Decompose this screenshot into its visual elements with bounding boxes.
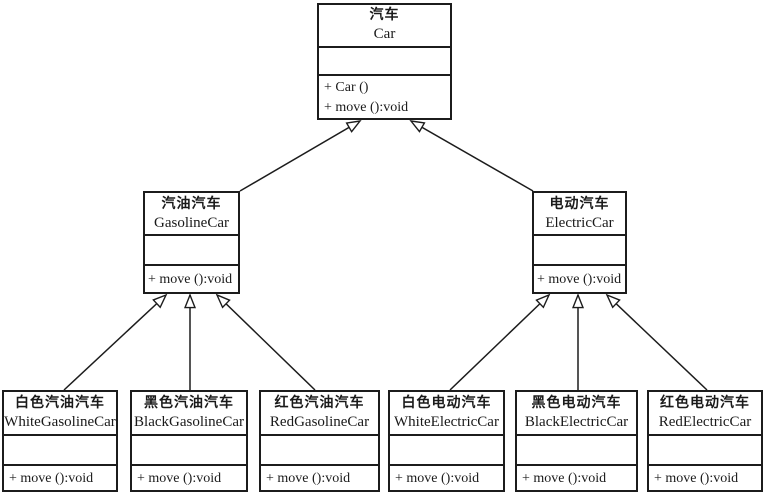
method-move: + move ():void <box>137 471 222 486</box>
class-methods-red-gasoline-car: + move ():void <box>261 464 378 490</box>
class-title-red-electric-car: 红色电动汽车 RedElectricCar <box>649 392 761 434</box>
class-name-zh: 电动汽车 <box>549 196 610 212</box>
class-title-black-electric-car: 黑色电动汽车 BlackElectricCar <box>517 392 636 434</box>
class-name-zh: 汽车 <box>369 8 400 24</box>
class-box-red-gasoline-car: 红色汽油汽车 RedGasolineCar + move ():void <box>259 390 380 492</box>
class-box-electric-car: 电动汽车 ElectricCar + move ():void <box>532 191 627 294</box>
class-name-en: RedElectricCar <box>658 414 752 430</box>
method-move: + move ():void <box>266 471 351 486</box>
class-box-white-gasoline-car: 白色汽油汽车 WhiteGasolineCar + move ():void <box>2 390 118 492</box>
method-move: + move ():void <box>9 471 94 486</box>
class-methods-black-electric-car: + move ():void <box>517 464 636 490</box>
class-name-zh: 红色汽油汽车 <box>274 396 365 411</box>
class-attributes-white-electric-car <box>390 434 503 464</box>
class-methods-red-electric-car: + move ():void <box>649 464 761 490</box>
class-box-car: 汽车 Car + Car () + move ():void <box>317 3 452 120</box>
generalization-line-redgasoline <box>217 295 316 391</box>
class-name-en: BlackElectricCar <box>524 414 629 430</box>
class-box-red-electric-car: 红色电动汽车 RedElectricCar + move ():void <box>647 390 763 492</box>
class-name-en: RedGasolineCar <box>269 414 370 430</box>
generalization-line-whiteelectric <box>449 295 549 391</box>
class-attributes-black-gasoline-car <box>132 434 246 464</box>
class-attributes-electric-car <box>534 234 625 264</box>
method-move: + move ():void <box>324 100 409 115</box>
class-box-black-gasoline-car: 黑色汽油汽车 BlackGasolineCar + move ():void <box>130 390 248 492</box>
class-name-en: WhiteElectricCar <box>394 414 499 430</box>
class-attributes-red-electric-car <box>649 434 761 464</box>
method-move: + move ():void <box>522 471 607 486</box>
class-name-en: Car <box>373 26 396 43</box>
class-name-zh: 汽油汽车 <box>161 196 222 212</box>
class-methods-electric-car: + move ():void <box>534 264 625 292</box>
class-name-zh: 黑色汽油汽车 <box>144 396 234 411</box>
class-methods-black-gasoline-car: + move ():void <box>132 464 246 490</box>
class-name-en: GasolineCar <box>154 214 229 231</box>
class-title-black-gasoline-car: 黑色汽油汽车 BlackGasolineCar <box>132 392 246 434</box>
class-name-zh: 白色电动汽车 <box>401 396 492 411</box>
class-attributes-white-gasoline-car <box>4 434 116 464</box>
generalization-line-redelectric <box>607 295 708 391</box>
class-attributes-black-electric-car <box>517 434 636 464</box>
generalization-line-electric-to-car <box>411 121 534 192</box>
method-move: + move ():void <box>654 471 739 486</box>
method-move: + move ():void <box>537 272 622 287</box>
class-methods-car: + Car () + move ():void <box>319 74 450 118</box>
class-title-white-gasoline-car: 白色汽油汽车 WhiteGasolineCar <box>4 392 116 434</box>
generalization-line-gasoline-to-car <box>239 121 360 192</box>
class-name-en: WhiteGasolineCar <box>4 414 116 430</box>
class-name-en: ElectricCar <box>545 214 614 231</box>
class-name-zh: 黑色电动汽车 <box>531 396 622 411</box>
generalization-line-whitegasoline <box>63 295 166 391</box>
class-title-gasoline-car: 汽油汽车 GasolineCar <box>145 193 238 234</box>
method-constructor: + Car () <box>324 80 369 95</box>
method-move: + move ():void <box>395 471 480 486</box>
class-title-red-gasoline-car: 红色汽油汽车 RedGasolineCar <box>261 392 378 434</box>
class-name-zh: 白色汽油汽车 <box>15 396 105 411</box>
method-move: + move ():void <box>148 272 233 287</box>
class-box-white-electric-car: 白色电动汽车 WhiteElectricCar + move ():void <box>388 390 505 492</box>
class-box-black-electric-car: 黑色电动汽车 BlackElectricCar + move ():void <box>515 390 638 492</box>
class-name-en: BlackGasolineCar <box>134 414 244 430</box>
class-box-gasoline-car: 汽油汽车 GasolineCar + move ():void <box>143 191 240 294</box>
class-attributes-car <box>319 45 450 74</box>
class-methods-gasoline-car: + move ():void <box>145 264 238 292</box>
class-title-white-electric-car: 白色电动汽车 WhiteElectricCar <box>390 392 503 434</box>
class-attributes-red-gasoline-car <box>261 434 378 464</box>
class-title-electric-car: 电动汽车 ElectricCar <box>534 193 625 234</box>
class-methods-white-electric-car: + move ():void <box>390 464 503 490</box>
class-methods-white-gasoline-car: + move ():void <box>4 464 116 490</box>
class-attributes-gasoline-car <box>145 234 238 264</box>
class-title-car: 汽车 Car <box>319 5 450 46</box>
class-name-zh: 红色电动汽车 <box>660 396 750 411</box>
